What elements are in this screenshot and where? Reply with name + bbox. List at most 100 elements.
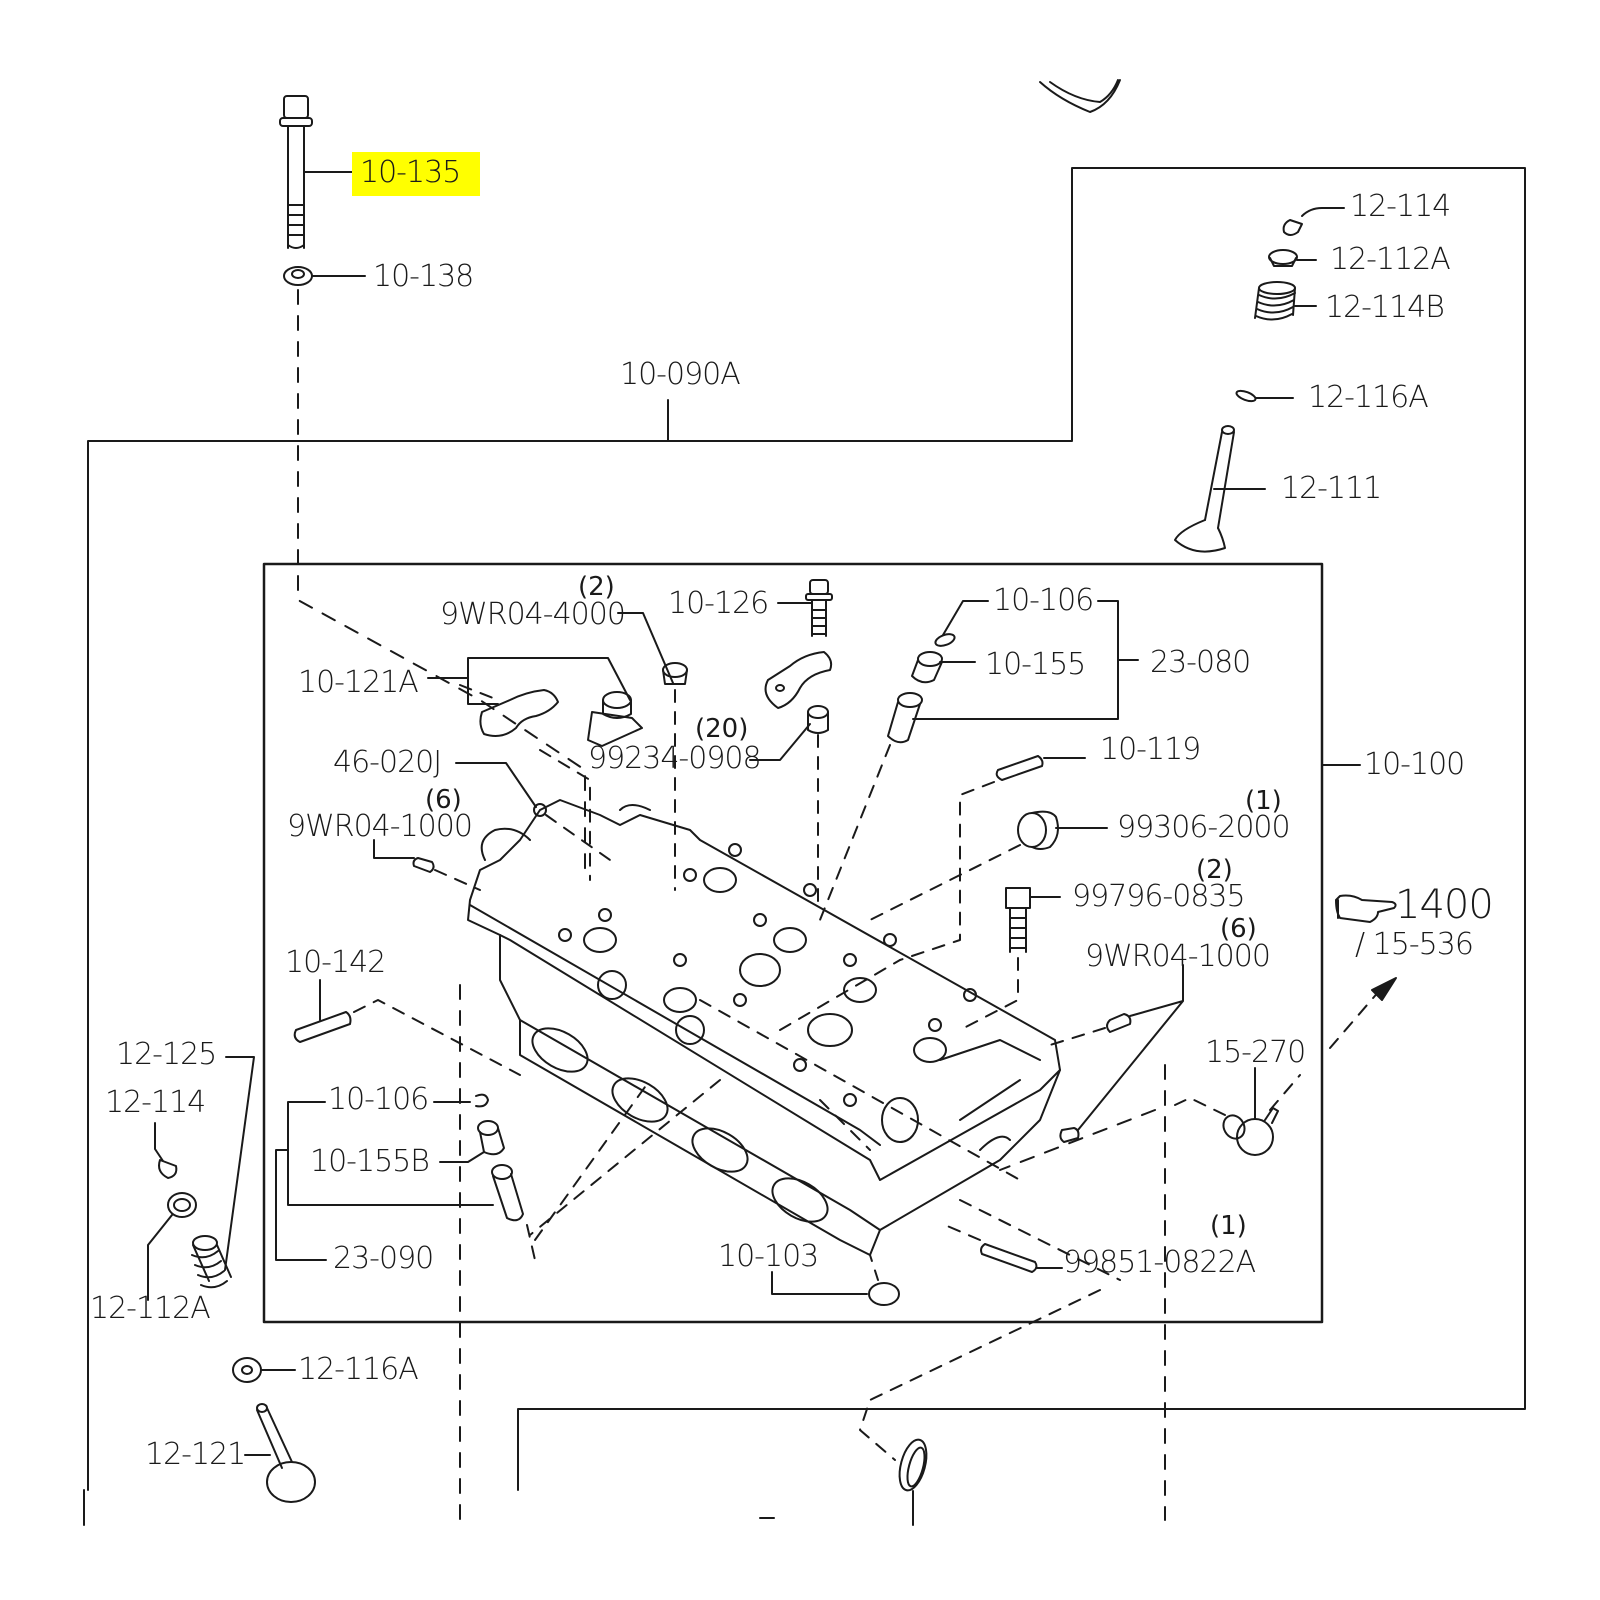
label-99306-2000[interactable]: 99306-2000 [1117,810,1291,845]
label-12-121[interactable]: 12-121 [145,1437,246,1472]
leader-9WR04-4000 [618,613,673,683]
label-12-114-top[interactable]: 12-114 [1350,189,1451,224]
dashed-guide-10-121A [460,685,590,880]
label-10-155[interactable]: 10-155 [985,647,1086,682]
label-15-270[interactable]: 15-270 [1205,1035,1306,1070]
label-10-142[interactable]: 10-142 [285,945,386,980]
label-10-100[interactable]: 10-100 [1364,747,1465,782]
valve-seal-12-116A-top [1235,389,1257,403]
bolt-99796-0835 [1006,888,1030,952]
dashed-guide-99796 [960,958,1018,1030]
dashed-guide-bolt [298,290,585,880]
sensor-15-270 [1219,1108,1278,1155]
label-10-126[interactable]: 10-126 [668,586,769,621]
bolt-10-135 [280,96,312,248]
label-10-090A[interactable]: 10-090A [620,357,741,392]
label-10-121A[interactable]: 10-121A [298,665,419,700]
box-10-100 [264,564,1322,1322]
cam-cap-10-121A-right [588,692,642,746]
label-10-138[interactable]: 10-138 [373,259,474,294]
label-10-103[interactable]: 10-103 [718,1239,819,1274]
shim-10-106-top [934,632,956,648]
leader-10-155B [440,1152,484,1162]
frame-10-090A [88,168,1525,1490]
label-99796-0835[interactable]: 99796-0835 [1072,879,1246,914]
label-46-020J[interactable]: 46-020J [333,745,442,780]
dowel-46-020J [534,804,546,816]
dashed-guide-23-090 [527,1080,650,1260]
label-12-112A-top[interactable]: 12-112A [1330,242,1451,277]
label-23-080[interactable]: 23-080 [1150,645,1251,680]
lifter-23-080 [888,693,922,742]
shim-10-106-left [476,1095,488,1107]
qty-99851-0822A: (1) [1210,1211,1247,1241]
label-9WR04-4000[interactable]: 9WR04-4000 [440,597,626,632]
label-23-090[interactable]: 23-090 [333,1241,434,1276]
label-12-125[interactable]: 12-125 [116,1037,217,1072]
label-12-111[interactable]: 12-111 [1281,471,1382,506]
oil-seal-bottom [895,1437,932,1525]
plug-9WR04-4000 [663,663,687,684]
leader-10-103 [772,1272,867,1294]
qty-9WR04-1000-right: (6) [1220,914,1257,944]
dashed-guide-9WR04-left [435,870,480,890]
spring-12-114B [1255,282,1295,320]
qty-99796-0835: (2) [1196,855,1233,885]
leader-12-114-top [1302,208,1344,216]
dashed-guide-10-103 [870,1255,878,1280]
label-12-114-left[interactable]: 12-114 [105,1085,206,1120]
spring-12-125 [192,1236,231,1287]
arrowhead-1400 [1372,978,1396,1000]
label-10-106-top[interactable]: 10-106 [993,583,1094,618]
valve-12-111 [1175,426,1234,552]
valve-12-121 [257,1404,315,1502]
valve-keeper-12-114 [1284,220,1302,235]
stud-10-142 [295,1012,351,1042]
leader-46-020J [456,763,536,807]
leader-9WR04-1000-left [374,840,414,858]
cam-cap-10-126 [766,652,832,708]
label-12-116A-top[interactable]: 12-116A [1308,380,1429,415]
leader-10-121A [428,658,630,704]
dashed-arrow-1400 [1330,990,1380,1048]
label-99851-0822A[interactable]: 99851-0822A [1063,1245,1256,1280]
lash-adjuster-99234-0908 [808,706,828,733]
leader-10-106-top [943,601,988,635]
spring-retainer-12-112A [1269,250,1297,266]
label-10-155B[interactable]: 10-155B [310,1144,430,1179]
lifter-23-090 [492,1165,523,1220]
dashed-guide-15-270 [1175,1075,1300,1115]
plug-99306-2000 [1018,812,1058,849]
ref-15-536[interactable]: / 15-536 [1355,927,1474,962]
label-12-112A-left[interactable]: 12-112A [90,1291,211,1326]
label-10-119[interactable]: 10-119 [1100,732,1201,767]
label-9WR04-1000-right[interactable]: 9WR04-1000 [1085,939,1271,974]
plug-9WR04-1000-left [414,858,434,872]
leader-12-114-left [155,1123,163,1161]
stud-10-119 [997,756,1043,780]
plug-9WR04-1000-right [1107,1014,1130,1032]
qty-9WR04-4000: (2) [578,572,615,602]
label-99234-0908[interactable]: 99234-0908 [588,741,762,776]
leader-99234-0908 [750,724,810,760]
washer-10-138 [284,267,312,285]
label-12-114B[interactable]: 12-114B [1325,290,1445,325]
tappet-10-155 [912,652,942,682]
valve-seal-12-116A-bottom [233,1358,261,1382]
label-10-106-left[interactable]: 10-106 [328,1082,429,1117]
plug-9WR04-1000-lower [1060,1128,1078,1142]
label-10-135-highlighted[interactable]: 10-135 [352,152,481,196]
dashed-guide-99306 [870,845,1020,920]
label-9WR04-1000-left[interactable]: 9WR04-1000 [287,809,473,844]
ref-1400[interactable]: 1400 [1395,882,1494,928]
bracket-23-080 [913,601,1138,719]
valve-keeper-12-114-left [159,1160,176,1178]
plug-10-103 [869,1283,899,1305]
qty-99234-0908: (20) [695,714,749,744]
gasket-fragment [1040,80,1120,112]
leader-12-112A-left [148,1215,172,1300]
label-12-116A-bottom[interactable]: 12-116A [298,1352,419,1387]
pointing-hand-icon [1336,896,1396,923]
spring-retainer-12-112A-left [168,1193,196,1217]
